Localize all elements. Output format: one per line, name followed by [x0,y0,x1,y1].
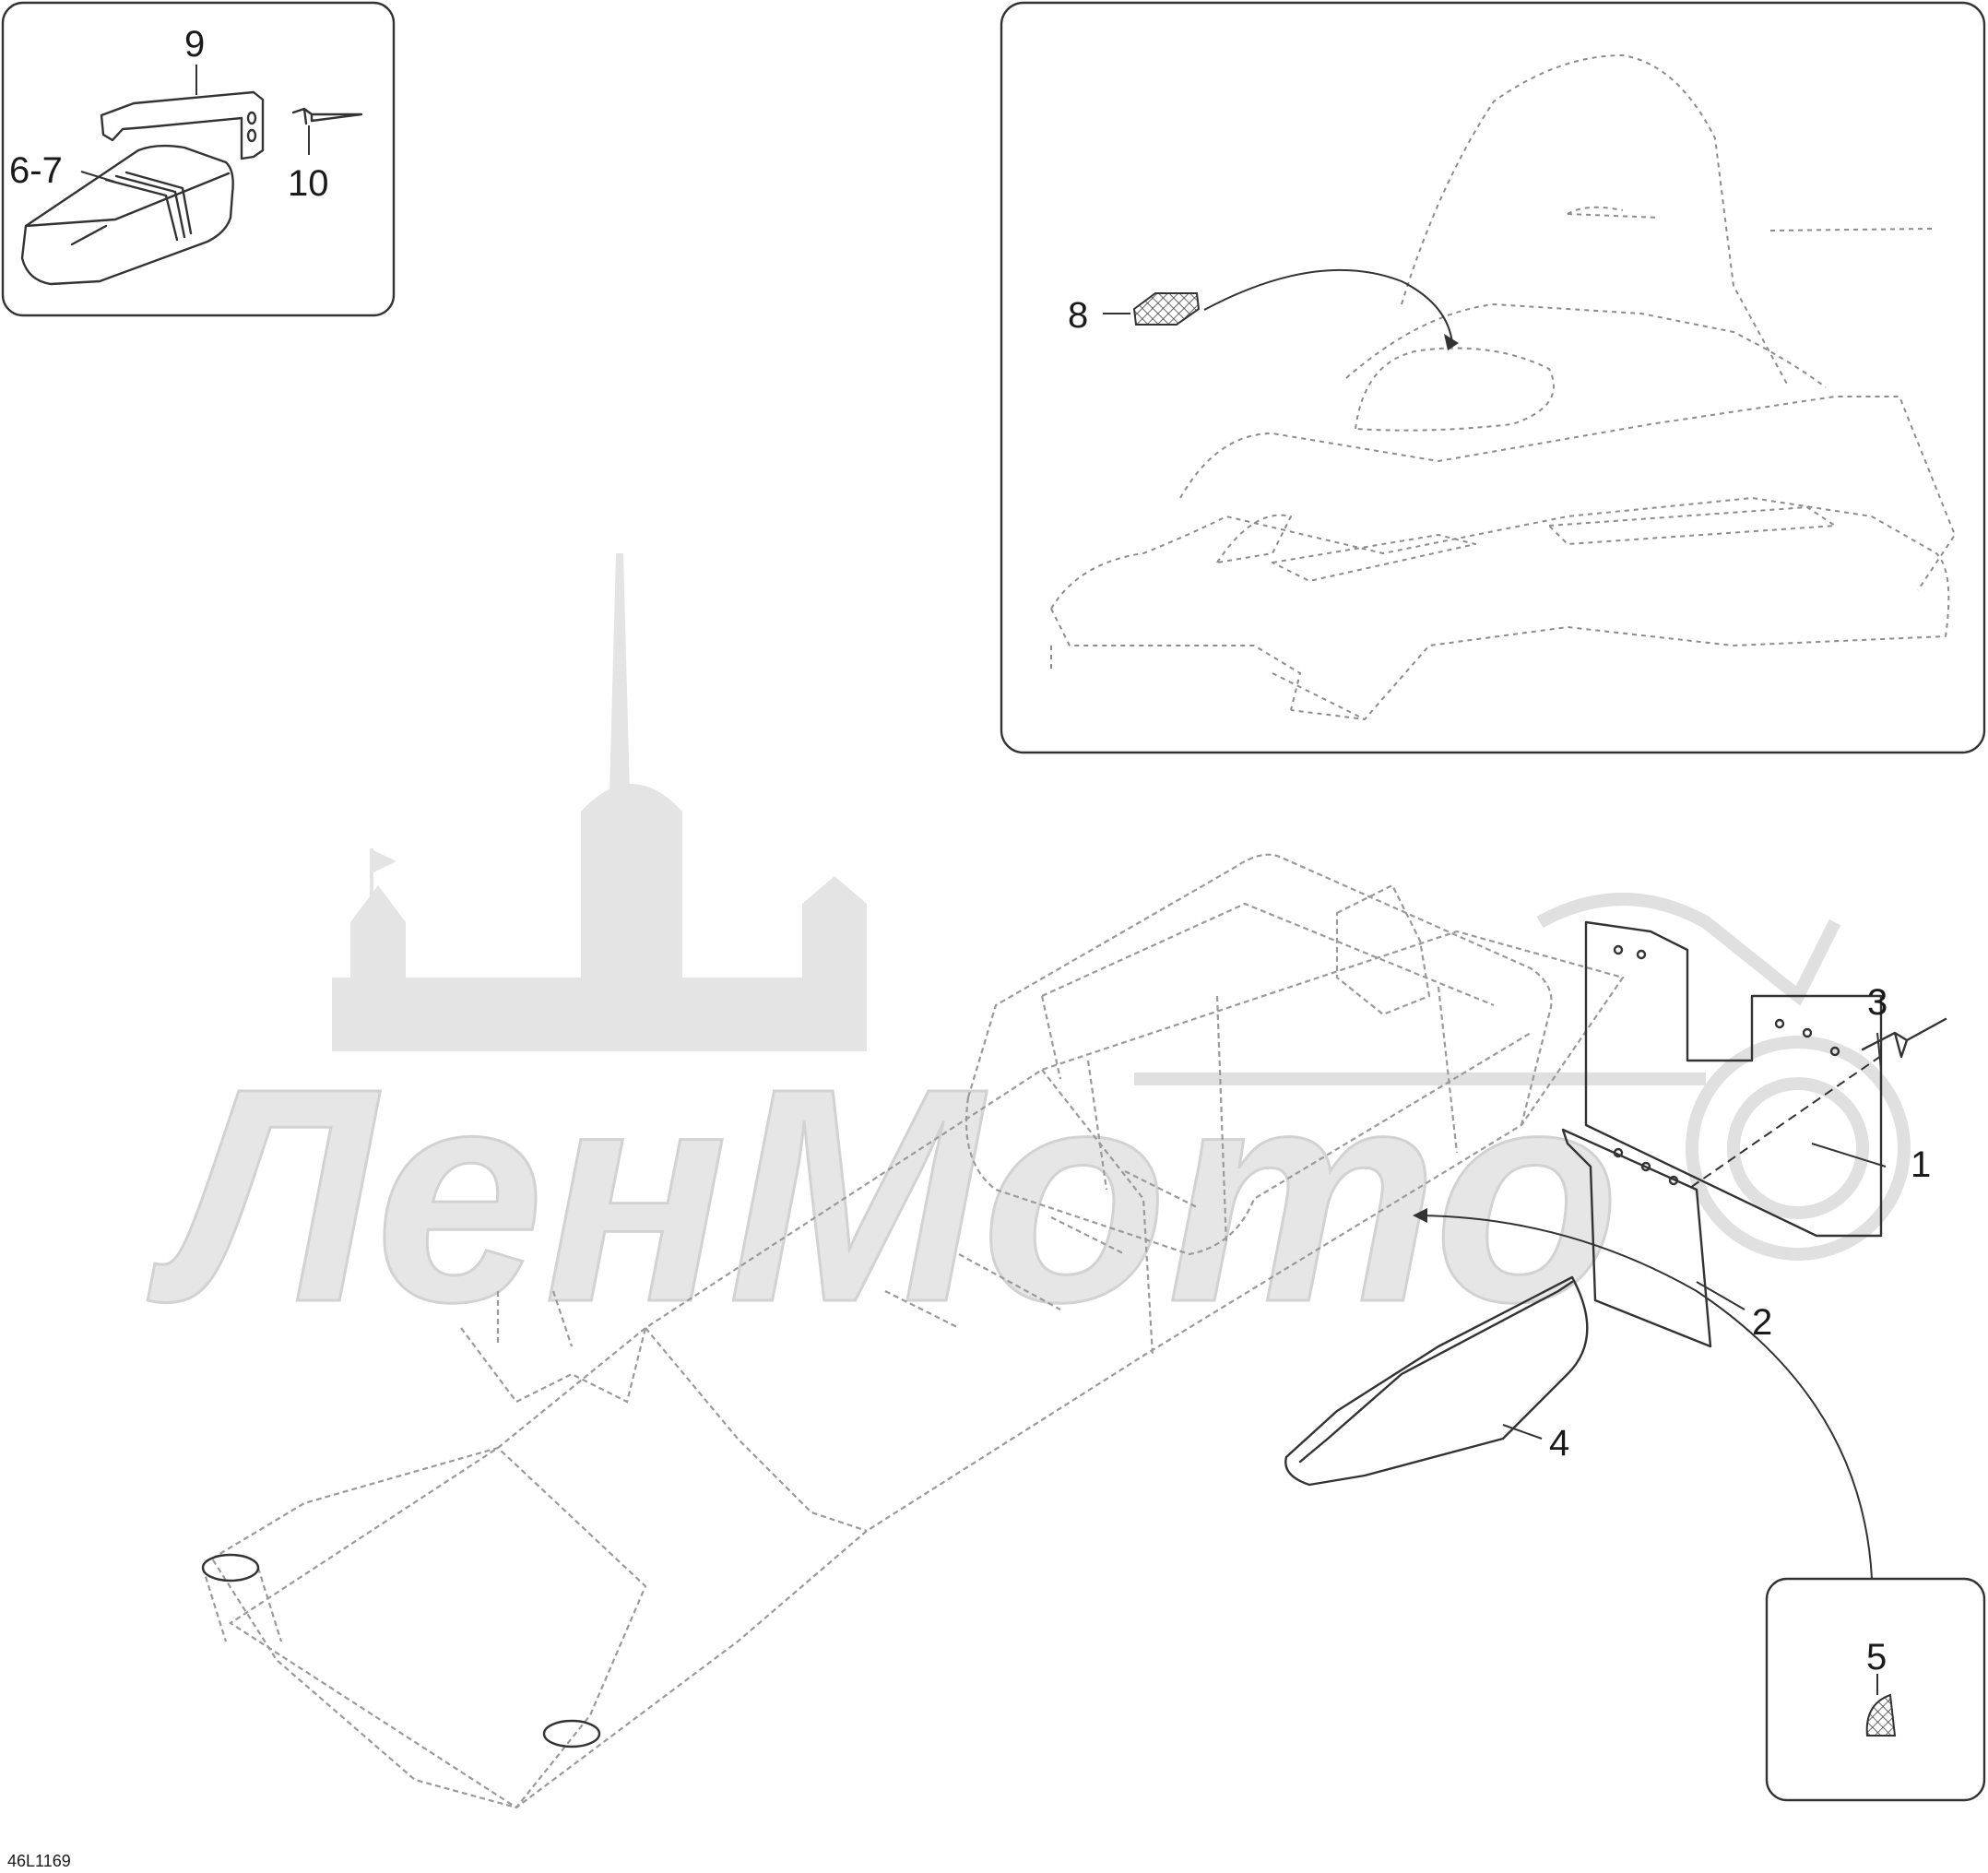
plate-2 [1561,1128,1712,1348]
vent-detail [1216,506,1836,582]
rear-rack [964,853,1553,1256]
engine-cradle [460,1290,647,1404]
steering-post-left [201,1567,283,1642]
seat-cushion [20,144,234,286]
reflector-inset: 5 [1765,1577,1986,1802]
spindle-left [201,1553,260,1583]
deflector-4-inner [1298,1280,1574,1464]
tunnel-side [645,1069,1154,1533]
tunnel-slots [884,1170,1200,1329]
deflector-4 [1284,1275,1589,1487]
drawing-code: 46L1169 [7,1852,71,1870]
seat-strap [104,171,193,242]
reflector-5 [1865,1693,1897,1737]
rivet-small [291,107,363,125]
leader-5-curve [1419,1215,1873,1580]
rivet-3 [1861,1017,1947,1059]
callout-10: 10 [288,163,329,204]
mudflap-1 [1584,920,1883,1238]
rack-mount [1335,883,1431,1016]
watermark: ЛенМото [146,553,1911,1367]
callout-1: 1 [1911,1144,1931,1185]
decal-8 [1132,292,1201,326]
leader-8-arrow [1203,268,1453,344]
inset-frame-body [1000,1,1986,754]
fortress-silhouette [332,553,867,1051]
motorcycle-silhouette [1134,893,1911,1261]
chassis-assembly [201,853,1625,1809]
rivet-axis [1686,1055,1882,1191]
gauge-pod [1355,347,1555,432]
hood-top [1345,303,1827,388]
inset-frame-seat [1,1,396,317]
handlebar [1567,206,1933,231]
front-frame [210,1446,647,1809]
callout-9: 9 [184,24,205,65]
seat-top-edge [24,172,231,228]
callout-4: 4 [1549,1423,1569,1464]
callout-3: 3 [1867,982,1887,1023]
front-bumper [1050,608,1301,711]
callout-5: 5 [1866,1637,1887,1677]
seat-bracket-inset: 9 10 6-7 [1,1,396,317]
chassis-tunnel-outline [228,930,1625,1809]
side-panel-lower [1050,497,1950,720]
callout-2: 2 [1752,1302,1772,1343]
ski-line [1272,672,1366,720]
callout-8: 8 [1068,295,1088,336]
seat-fold [70,224,108,246]
bracket [100,90,265,160]
callout-6-7: 6-7 [9,150,63,191]
mudflap-parts: 3 1 2 4 [1284,920,1947,1580]
snowmobile-body-inset: 8 [1000,1,1986,754]
spindle-right [542,1719,601,1749]
rack-inner [1040,902,1495,1080]
watermark-text: ЛенМото [147,1025,1619,1365]
inset-frame-reflector [1765,1577,1986,1802]
